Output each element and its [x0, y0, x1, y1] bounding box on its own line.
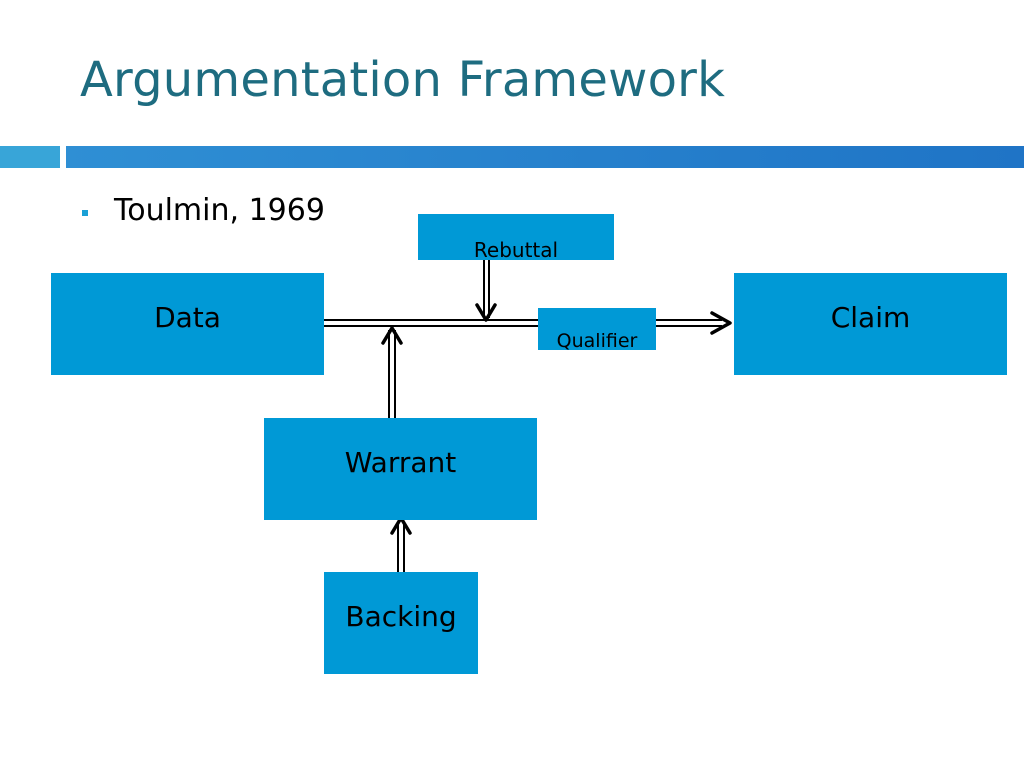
square-bullet-icon	[82, 209, 88, 216]
rebuttal-node: Rebuttal	[418, 214, 614, 262]
rebuttal-arrowhead	[475, 303, 497, 322]
qualifier-node: Qualifier	[538, 308, 656, 352]
warrant-node-label: Warrant	[344, 446, 457, 479]
bullet-text: Toulmin, 1969	[114, 193, 325, 228]
claim-node: Claim	[734, 273, 1007, 375]
rebuttal-connector	[483, 258, 490, 318]
claim-node-label: Claim	[830, 301, 911, 334]
slide-title: Argumentation Framework	[80, 52, 726, 108]
backing-node: Backing	[324, 572, 478, 674]
backing-node-label: Backing	[345, 600, 457, 633]
qualifier-node-label: Qualifier	[556, 330, 638, 352]
warrant-connector	[388, 330, 396, 418]
title-accent-bar-long	[66, 146, 1024, 168]
data-node-label: Data	[154, 301, 221, 334]
rebuttal-node-label: Rebuttal	[473, 238, 559, 262]
warrant-node: Warrant	[264, 418, 537, 520]
bullet-item: Toulmin, 1969	[82, 193, 325, 228]
warrant-arrowhead	[381, 326, 403, 345]
data-node: Data	[51, 273, 324, 375]
data-to-claim-connector	[324, 319, 722, 327]
claim-arrowhead	[710, 311, 732, 335]
backing-arrowhead	[390, 516, 412, 535]
title-accent-bar-short	[0, 146, 60, 168]
backing-connector	[397, 522, 405, 572]
